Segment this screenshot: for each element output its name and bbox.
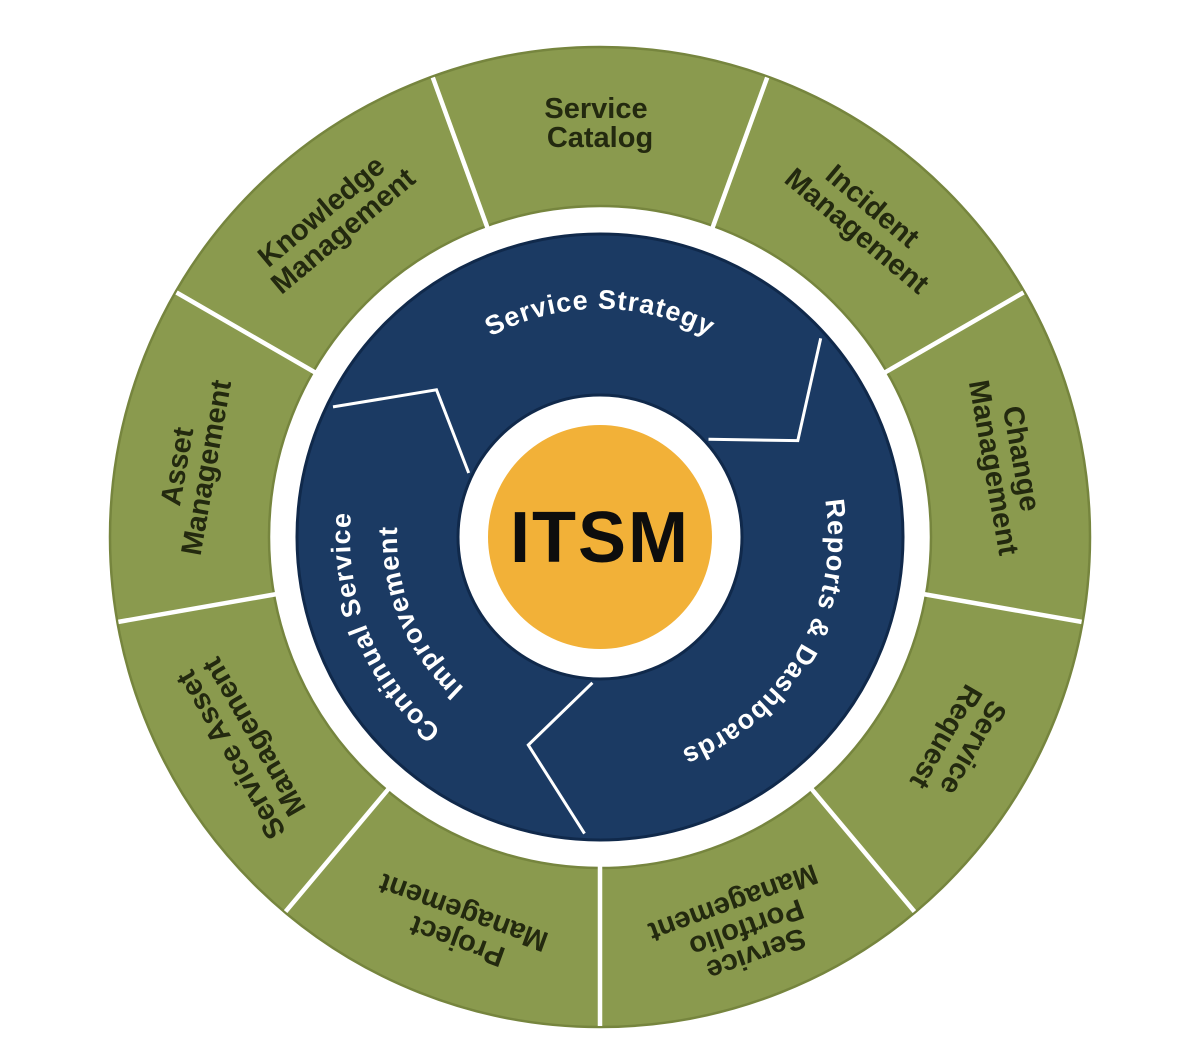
segment-divider [430, 76, 490, 230]
outer-ring-dividers [118, 76, 1082, 1026]
inner-ring-band [297, 234, 903, 840]
center-hub: ITSM [488, 425, 712, 649]
center-circle [488, 425, 712, 649]
outer-ring-outer-edge [108, 45, 1092, 1029]
center-label: ITSM [510, 498, 690, 578]
cycle-arrow-icon [708, 337, 823, 443]
segment-divider [882, 290, 1025, 375]
segment-divider [922, 591, 1082, 625]
inner-ring-outer-edge [295, 232, 905, 842]
outer-label-service-catalog: Service Catalog [544, 93, 655, 154]
segment-divider [175, 290, 318, 375]
cycle-arrow-icon [332, 388, 471, 474]
cycle-arrows [332, 337, 823, 835]
segment-divider [283, 786, 391, 914]
outer-ring: Service Catalog Incident Management Chan… [108, 45, 1092, 1029]
segment-divider [809, 786, 917, 914]
segment-divider [710, 76, 770, 230]
segment-divider [118, 591, 278, 625]
inner-ring-inner-edge [456, 393, 744, 681]
inner-ring: Service Strategy Reports & Dashboards Co… [295, 232, 905, 842]
cycle-arrow-icon [526, 681, 594, 835]
